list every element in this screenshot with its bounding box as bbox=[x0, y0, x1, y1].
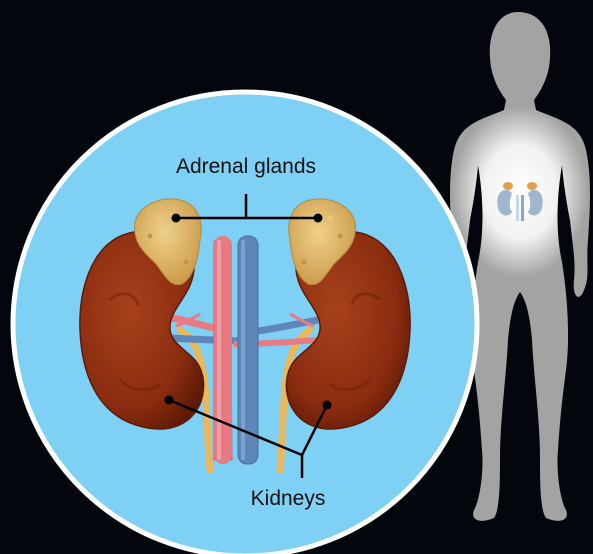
kidneys-label: Kidneys bbox=[251, 487, 326, 510]
adrenal-glands-label: Adrenal glands bbox=[176, 155, 316, 178]
aorta bbox=[214, 236, 232, 464]
torso-glow bbox=[452, 106, 588, 278]
